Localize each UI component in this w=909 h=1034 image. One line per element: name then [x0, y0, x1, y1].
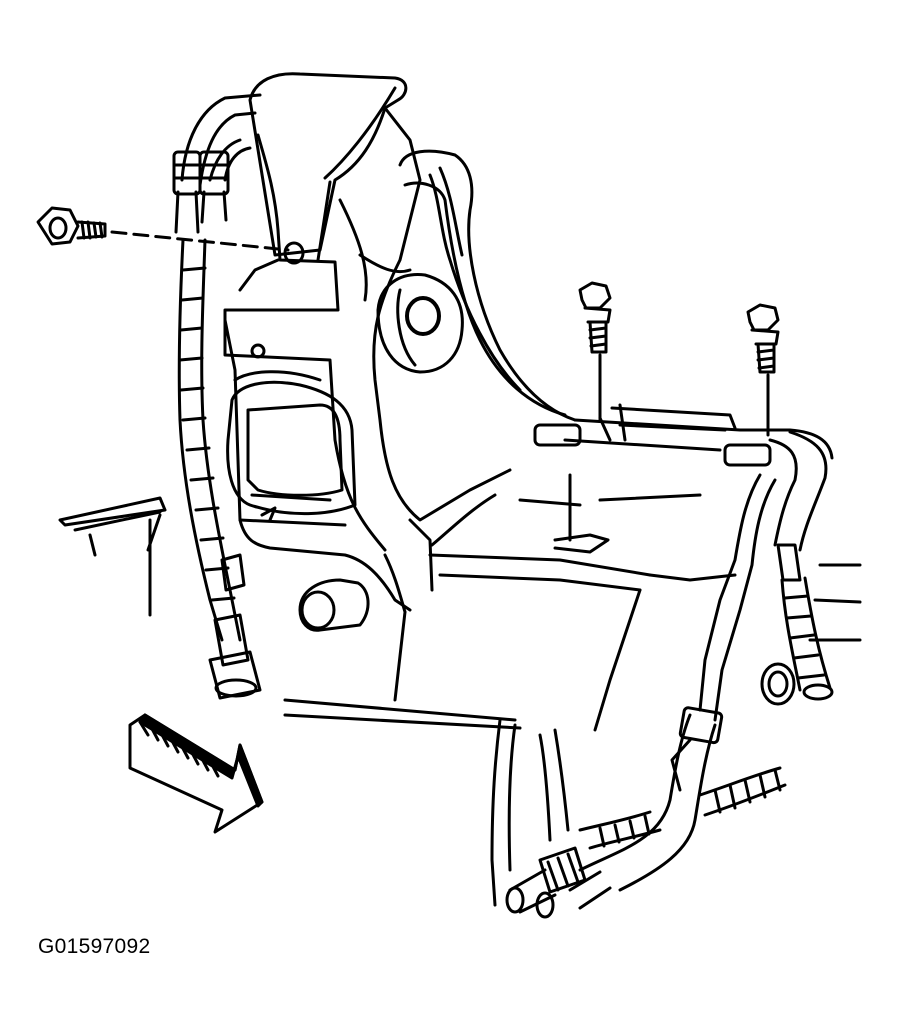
- engine-mount-bracket: [223, 72, 512, 614]
- center-bolt: [578, 281, 612, 422]
- figure-id-label: G01597092: [38, 935, 151, 958]
- lower-cooler-hoses: [505, 706, 787, 919]
- left-cooler-line: [172, 93, 262, 700]
- upper-cooler-tubes: [398, 149, 834, 722]
- front-arrow: [128, 713, 264, 834]
- frame-crossmember: [58, 473, 862, 907]
- right-cooler-hose: [776, 543, 834, 701]
- left-bolt: [36, 206, 290, 252]
- right-bolt: [746, 303, 780, 437]
- bolt-hole: [283, 241, 305, 265]
